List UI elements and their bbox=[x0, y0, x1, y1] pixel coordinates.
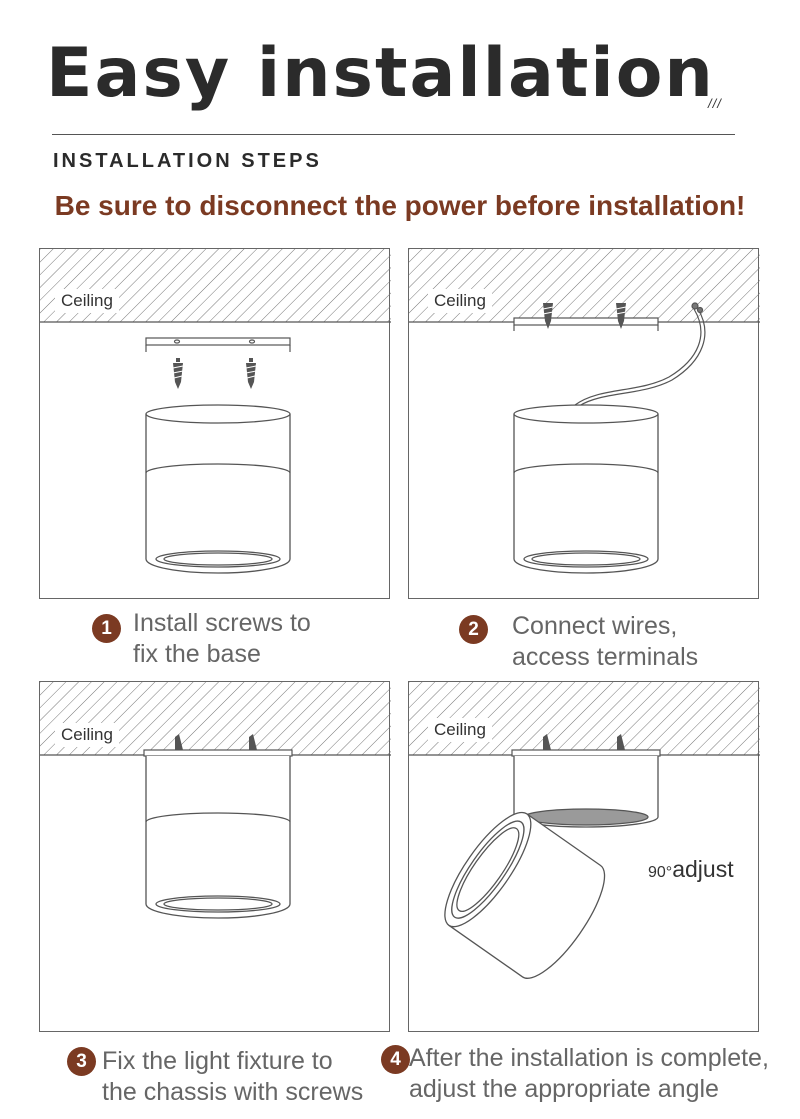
mounting-bracket bbox=[145, 337, 291, 352]
ceiling-label: Ceiling bbox=[428, 289, 492, 313]
step-1-illustration: Ceiling bbox=[39, 248, 391, 599]
downlight-fixture bbox=[513, 404, 659, 574]
step-4-badge: 4 bbox=[381, 1045, 410, 1074]
header-divider bbox=[52, 134, 735, 135]
step-4-caption: After the installation is complete, adju… bbox=[409, 1043, 769, 1105]
ceiling-label: Ceiling bbox=[55, 289, 119, 313]
power-warning: Be sure to disconnect the power before i… bbox=[54, 190, 746, 221]
angle-value: 90° bbox=[648, 864, 673, 881]
step-3-illustration: Ceiling bbox=[39, 681, 391, 1032]
decorative-slashes: /// bbox=[708, 96, 722, 111]
step-1-badge: 1 bbox=[92, 614, 121, 643]
step-1-caption: Install screws to fix the base bbox=[133, 608, 311, 670]
step-2-illustration: Ceiling bbox=[408, 248, 760, 599]
screw-icon bbox=[615, 303, 627, 329]
step-2-line-2: access terminals bbox=[512, 643, 699, 671]
rotatable-lamp-head bbox=[444, 811, 606, 979]
power-wire bbox=[574, 302, 706, 407]
angle-word: adjust bbox=[672, 856, 734, 882]
section-subtitle: INSTALLATION STEPS bbox=[53, 150, 322, 172]
screw-icon bbox=[249, 734, 257, 750]
screw-icon bbox=[172, 358, 184, 389]
step-3-line-2: the chassis with screws bbox=[102, 1078, 364, 1106]
step-1-line-2: fix the base bbox=[133, 640, 261, 668]
downlight-fixture bbox=[145, 756, 291, 919]
screw-icon bbox=[617, 734, 625, 750]
step-4-line-2: adjust the appropriate angle bbox=[409, 1075, 719, 1103]
mounting-bracket bbox=[513, 317, 659, 331]
step-4-illustration: Ceiling bbox=[408, 681, 760, 1032]
step-2-badge: 2 bbox=[459, 615, 488, 644]
step-4-drawing bbox=[409, 682, 760, 979]
screw-icon bbox=[245, 358, 257, 389]
step-2-caption: Connect wires, access terminals bbox=[512, 611, 698, 673]
step-4-line-1: After the installation is complete, bbox=[409, 1044, 769, 1072]
screw-icon bbox=[543, 734, 551, 750]
step-3-badge: 3 bbox=[67, 1047, 96, 1076]
fixture-base bbox=[513, 756, 659, 828]
page-title: Easy installation bbox=[46, 34, 715, 113]
step-3-line-1: Fix the light fixture to bbox=[102, 1047, 333, 1075]
downlight-fixture bbox=[145, 404, 291, 574]
screw-icon bbox=[175, 734, 183, 750]
mounting-bracket bbox=[143, 749, 293, 757]
step-1-line-1: Install screws to bbox=[133, 609, 311, 637]
ceiling-label: Ceiling bbox=[428, 718, 492, 742]
step-3-caption: Fix the light fixture to the chassis wit… bbox=[102, 1046, 363, 1108]
step-2-line-1: Connect wires, bbox=[512, 612, 678, 640]
screw-icon bbox=[542, 303, 554, 329]
mounting-bracket bbox=[511, 749, 661, 757]
ceiling-label: Ceiling bbox=[55, 723, 119, 747]
angle-annotation: 90°adjust bbox=[648, 856, 734, 883]
